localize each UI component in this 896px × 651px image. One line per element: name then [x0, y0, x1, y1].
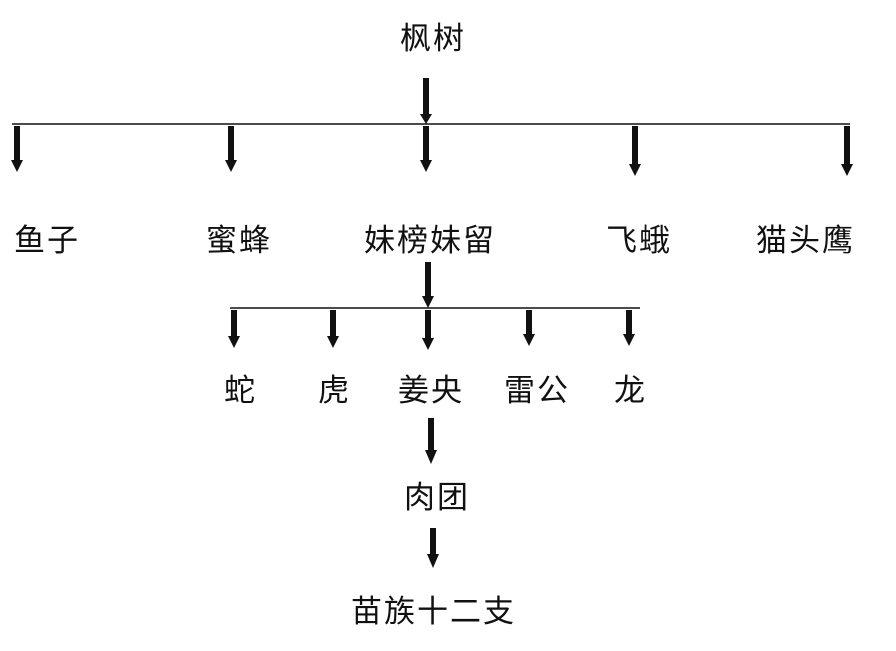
- child-node-feie: 飞蛾: [606, 223, 672, 259]
- arrow-jiangyang-down: [425, 418, 437, 464]
- result-node-miaozu: 苗族十二支: [351, 594, 516, 630]
- offspring-node-jiangyang: 姜央: [398, 373, 464, 409]
- offspring-node-long: 龙: [614, 373, 647, 409]
- arrow-meibang-down: [422, 262, 434, 308]
- arrow-root-down: [420, 78, 432, 124]
- arrow-to-maotouying: [841, 126, 853, 176]
- arrow-to-feie: [629, 126, 641, 176]
- arrow-to-hu: [327, 310, 339, 348]
- arrow-to-yuzi: [11, 126, 23, 172]
- offspring-node-hu: 虎: [318, 373, 351, 409]
- child-node-meibangmeiliu: 妹榜妹留: [364, 223, 496, 259]
- arrow-routuan-down: [427, 528, 439, 568]
- arrow-to-she: [228, 310, 240, 348]
- arrow-to-leigong: [523, 310, 535, 346]
- flesh-node-routuan: 肉团: [404, 480, 470, 516]
- arrow-to-jiangyang: [422, 310, 434, 350]
- offspring-node-she: 蛇: [224, 373, 257, 409]
- child-node-mifeng: 蜜蜂: [206, 223, 272, 259]
- arrow-to-mifeng: [225, 126, 237, 172]
- child-node-maotouying: 猫头鹰: [756, 223, 855, 259]
- child-node-yuzi: 鱼子: [14, 223, 80, 259]
- offspring-node-leigong: 雷公: [504, 373, 570, 409]
- arrow-to-meibangmeiliu: [420, 126, 432, 172]
- arrow-to-long: [623, 310, 635, 346]
- root-node-fengshu: 枫树: [400, 21, 466, 57]
